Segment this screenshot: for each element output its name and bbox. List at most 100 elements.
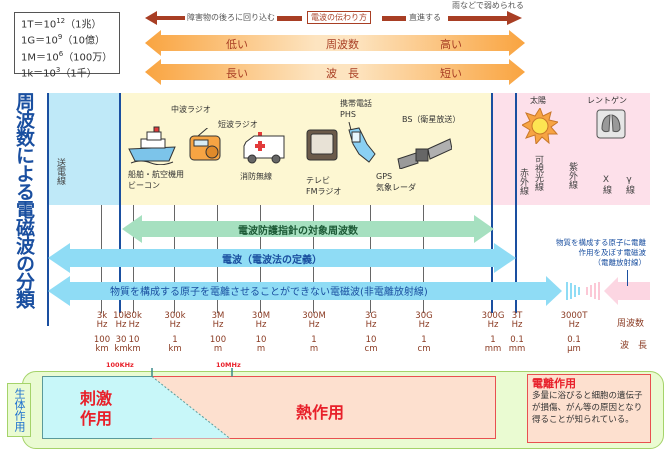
boundary-line-300g <box>491 93 493 313</box>
scale-frequency-unit: Hz <box>487 320 499 330</box>
scale-wavelength-unit: cm <box>364 344 378 354</box>
unit-legend-box: 1T＝1012（1兆） 1G＝109（10億） 1M＝106（100万） 1k＝… <box>14 12 120 79</box>
scale-wavelength-unit: km <box>168 344 182 354</box>
propagation-arrow: 障害物の後ろに回り込む 電波の伝わり方 直進する <box>145 8 525 28</box>
scale-frequency-value: 10k <box>113 311 129 321</box>
label-beacon-line2: ビーコン <box>128 181 160 190</box>
scale-wavelength-value: 1 <box>490 335 496 345</box>
scale-frequency-value: 3000T <box>560 311 588 321</box>
marker-100khz: 100KHz <box>106 361 134 369</box>
scale-wavelength-unit: m <box>309 344 319 354</box>
label-bs: BS（衛星放送） <box>402 115 461 124</box>
scale-wavelength-unit: km <box>114 344 128 354</box>
scale-wavelength-unit: mm <box>484 344 502 354</box>
mobile-phone-icon <box>348 122 376 163</box>
scale-frequency-value: 3T <box>511 311 523 321</box>
scale-frequency-value: 30k <box>126 311 142 321</box>
power-line-label: 送電線 <box>55 158 65 185</box>
scale-wavelength-value: 100 <box>93 335 111 345</box>
scale-frequency-unit: Hz <box>128 320 140 330</box>
propagation-rain-note: 雨などで弱められる <box>452 1 524 10</box>
scale-wavelength-unit: mm <box>508 344 526 354</box>
label-xray: X線 <box>601 175 611 194</box>
stimulation-line1: 刺激 <box>80 389 113 408</box>
label-fire-radio: 消防無線 <box>240 172 272 181</box>
propagation-center-label: 電波の伝わり方 <box>307 11 371 24</box>
ship-icon <box>128 126 176 165</box>
scale-frequency-unit: Hz <box>511 320 523 330</box>
frequency-low-label: 低い <box>226 38 248 51</box>
label-weather-radar: 気象レーダ <box>376 183 416 192</box>
label-infrared: 赤外線 <box>518 168 528 195</box>
scale-frequency-unit: Hz <box>308 320 320 330</box>
scale-wavelength-value: 100 <box>209 335 227 345</box>
satellite-icon <box>397 138 452 169</box>
propagation-right-label: 直進する <box>409 13 441 22</box>
band-power-line <box>48 93 120 205</box>
xray-lungs-icon <box>596 109 626 139</box>
label-mw-radio: 中波ラジオ <box>171 105 211 114</box>
scale-frequency-unit: Hz <box>212 320 224 330</box>
scale-frequency-value: 30M <box>251 311 271 321</box>
ionizing-note-line3: （電離放射線） <box>593 258 647 267</box>
label-gamma: γ線 <box>624 175 634 194</box>
bio-effects-title: 生体作用 <box>7 383 31 437</box>
frequency-center-label: 周波数 <box>326 38 359 51</box>
wavelength-arrow-shape <box>145 59 525 85</box>
wavelength-short-label: 短い <box>440 67 462 80</box>
scale-wavelength-value: 10 <box>365 335 377 345</box>
scale-frequency-value: 3G <box>365 311 377 321</box>
marker-10mhz: 10MHz <box>216 361 241 369</box>
stimulation-effect-label: 刺激 作用 <box>80 389 112 429</box>
protection-arrow-label: 電波防護指針の対象周波数 <box>238 226 358 237</box>
scale-wavelength-value: 30 <box>115 335 127 345</box>
scale-frequency-unit: Hz <box>418 320 430 330</box>
scale-wavelength-unit: cm <box>417 344 431 354</box>
radio-icon <box>189 128 221 161</box>
non-ionizing-arrow-shape <box>48 276 650 306</box>
scale-wavelength-value: 0.1 <box>567 335 581 345</box>
scale-frequency-unit: Hz <box>365 320 377 330</box>
radio-law-arrow-label: 電波（電波法の定義） <box>222 255 322 266</box>
scale-frequency-value: 30G <box>415 311 433 321</box>
boundary-line-10k <box>119 93 121 313</box>
label-fm-radio: FMラジオ <box>306 187 342 196</box>
unit-row-giga: 1G＝109（10億） <box>21 33 106 47</box>
label-sun: 太陽 <box>530 96 546 105</box>
wavelength-center-label: 波 長 <box>326 67 359 80</box>
scale-wavelength-unit: km <box>95 344 109 354</box>
ionizing-note-line2: 作用を及ぼす電磁波 <box>578 248 647 257</box>
sun-icon <box>522 108 558 144</box>
scale-wavelength-value: 10 <box>128 335 140 345</box>
boundary-line-left <box>47 93 49 326</box>
unit-row-mega: 1M＝106（100万） <box>21 49 113 63</box>
unit-row-tera: 1T＝1012（1兆） <box>21 17 102 31</box>
propagation-arrow-shape <box>145 11 522 25</box>
scale-frequency-unit: Hz <box>255 320 267 330</box>
ionization-effect-box: 電離作用 多量に浴びると細胞の遺伝子が損傷、がん等の原因となり得ることが知られて… <box>527 374 651 443</box>
label-sw-radio: 短波ラジオ <box>218 120 258 129</box>
scale-wavelength-value: 10 <box>255 335 267 345</box>
scale-frequency-value: 300G <box>481 311 505 321</box>
propagation-left-label: 障害物の後ろに回り込む <box>185 12 277 23</box>
scale-wavelength-value: 1 <box>172 335 178 345</box>
radio-law-arrow-shape <box>48 243 516 273</box>
ionizing-note-pointer <box>627 270 628 286</box>
